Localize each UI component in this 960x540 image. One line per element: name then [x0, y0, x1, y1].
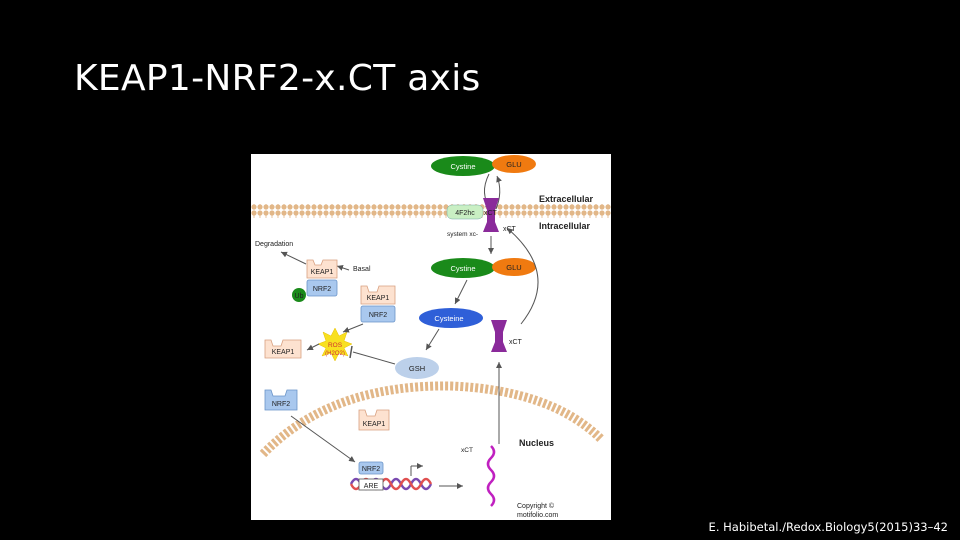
basal-label: Basal: [353, 266, 371, 273]
xct-trafficking-arrow: [506, 227, 539, 325]
complex-dissociation-arrow: [342, 323, 364, 333]
nucleus-label: Nucleus: [519, 438, 554, 448]
cystine-intracellular: [431, 258, 495, 278]
intracellular-label: Intracellular: [539, 221, 591, 231]
ros-h2o2-label: (H2O2): [325, 351, 345, 357]
citation: E. Habibetal./Redox.Biology5(2015)33–42: [708, 520, 948, 534]
cystine-to-cysteine-arrow: [454, 279, 468, 305]
ros-burst-icon: [317, 327, 353, 362]
keap1-d-shape: [358, 409, 390, 431]
ubiquitin-label: Ub: [295, 293, 304, 300]
cystine-intracellular-label: Cystine: [450, 264, 475, 273]
nrf2-a-shape: [306, 279, 338, 297]
nrf2-translocation-arrow: [290, 415, 356, 463]
xct-mrna-label: xCT: [461, 447, 473, 454]
are-label: ARE: [364, 483, 379, 490]
keap1-c-label: KEAP1: [272, 349, 295, 356]
nuclear-membrane: [259, 381, 605, 458]
xct-transporter-shape: [483, 198, 499, 232]
degradation-arrow: [280, 251, 307, 265]
glu-intracellular: [492, 258, 536, 276]
slide-title: KEAP1-NRF2-x.CT axis: [74, 58, 481, 99]
diagram-canvas: Cystine GLU 4F2hc xCT Extracellular Intr…: [251, 155, 611, 519]
4f2hc-label: 4F2hc: [455, 210, 475, 217]
4f2hc-subunit: [446, 204, 484, 220]
xct-mrna-strand: [486, 445, 496, 507]
keap1-b-shape: [360, 285, 396, 305]
glu-export-arrow: [495, 175, 502, 210]
xct-cytoplasm-label: xCT: [509, 339, 523, 346]
keap1-a-shape: [306, 259, 338, 279]
cysteine-to-gsh-arrow: [425, 328, 440, 351]
cysteine-label: Cysteine: [434, 314, 463, 323]
ros-label: ROS: [328, 342, 343, 349]
cystine-extracellular: [431, 156, 495, 176]
cysteine-molecule: [419, 308, 483, 328]
nrf2-b-label: NRF2: [369, 312, 387, 319]
copyright-line1: Copyright ©: [517, 502, 555, 510]
gsh-inhibition-bar: [349, 345, 353, 359]
keap1-d-label: KEAP1: [363, 421, 386, 428]
cystine-extracellular-label: Cystine: [450, 162, 475, 171]
nrf2-nuclear-label: NRF2: [362, 466, 380, 473]
nrf2-nuclear-shape: [358, 461, 384, 475]
xct-membrane-label: xCT: [503, 226, 517, 233]
nrf2-c-shape: [264, 389, 298, 411]
degradation-label: Degradation: [255, 241, 293, 248]
keap1-a-label: KEAP1: [311, 269, 334, 276]
cell-membrane: [251, 204, 611, 218]
copyright-line2: motifolio.com: [517, 512, 558, 519]
ros-to-keap1-arrow: [306, 343, 320, 351]
nrf2-c-label: NRF2: [272, 401, 290, 408]
glu-intracellular-label: GLU: [506, 263, 521, 272]
gsh-inhibition-line: [352, 351, 396, 365]
basal-arrow: [336, 265, 350, 271]
nrf2-b-shape: [360, 305, 396, 323]
xct-cytoplasm-shape: [491, 320, 507, 352]
are-element: [358, 478, 384, 491]
nrf2-a-label: NRF2: [313, 286, 331, 293]
extracellular-label: Extracellular: [539, 194, 594, 204]
keap1-b-label: KEAP1: [367, 295, 390, 302]
keap1-nrf2-xct-diagram: Cystine GLU 4F2hc xCT Extracellular Intr…: [251, 154, 611, 520]
ubiquitin-marker: [292, 288, 306, 302]
glu-extracellular: [492, 155, 536, 173]
xct-transporter-label: xCT: [484, 210, 498, 217]
keap1-c-shape: [264, 339, 302, 359]
glu-extracellular-label: GLU: [506, 160, 521, 169]
gsh-label: GSH: [409, 364, 425, 373]
system-xc-label: system xc-: [447, 231, 478, 238]
gsh-molecule: [395, 357, 439, 379]
